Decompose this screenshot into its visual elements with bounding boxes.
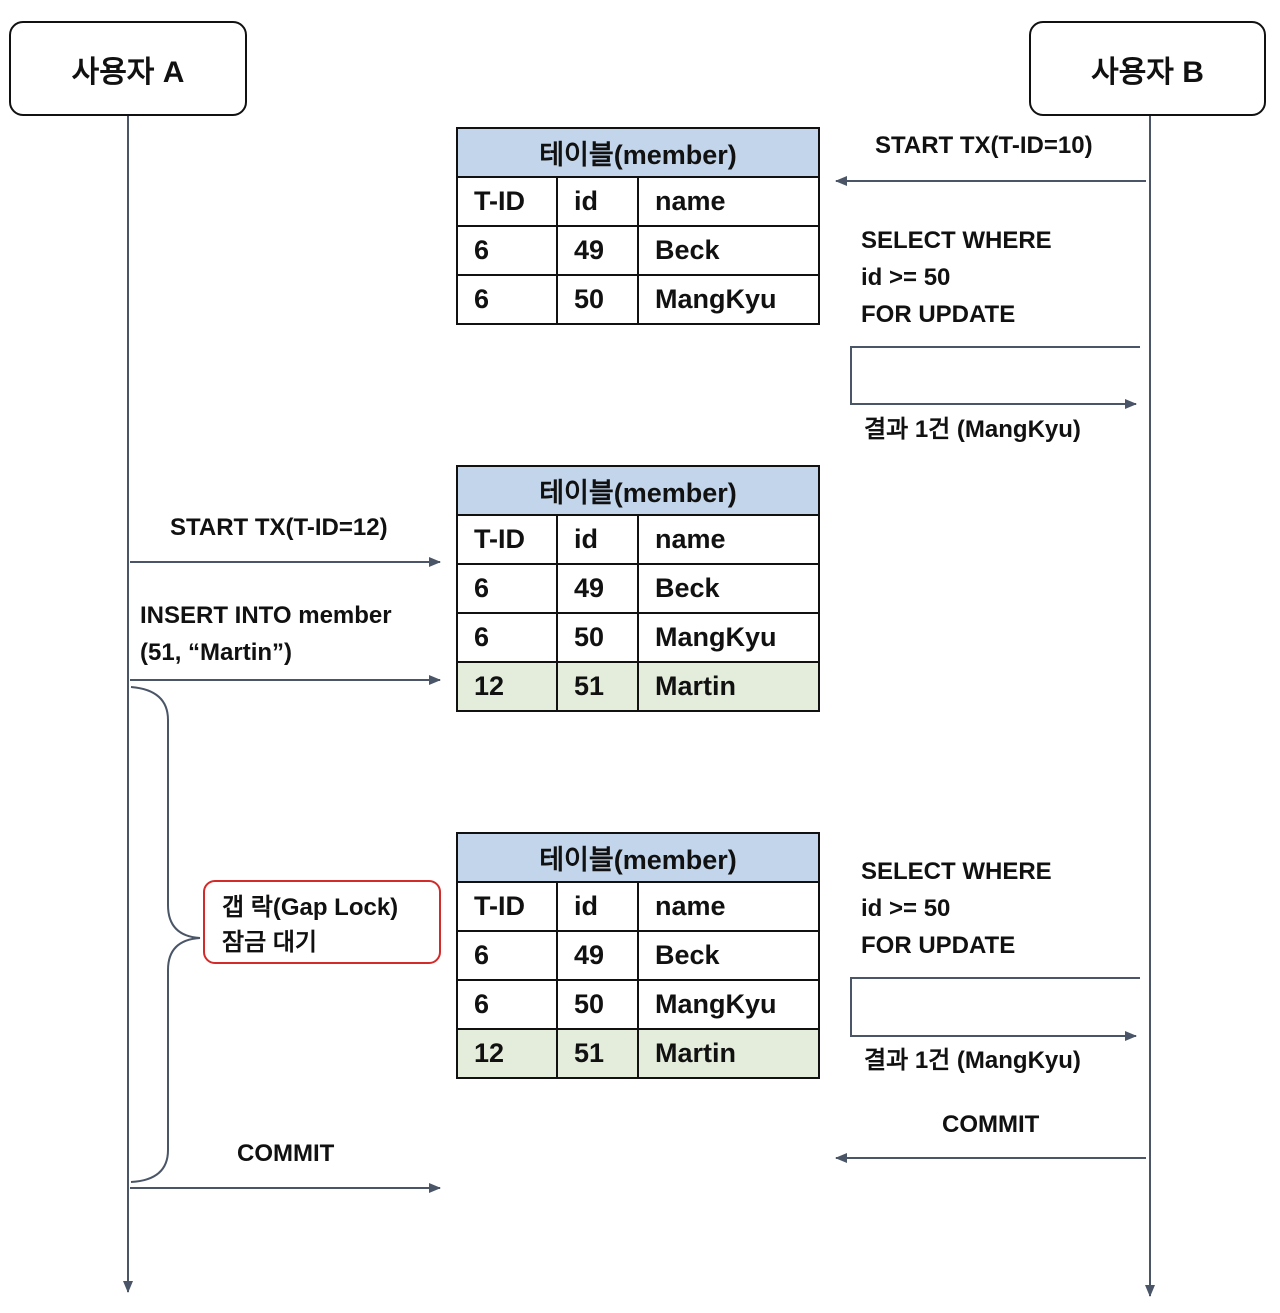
cell-tid: 12 <box>456 661 558 712</box>
table-title: 테이블(member) <box>455 127 821 178</box>
cell-name: Martin <box>636 661 821 712</box>
label-b-result1: 결과 1건 (MangKyu) <box>864 416 1081 443</box>
header-id: id <box>556 514 639 565</box>
label-b-select2: SELECT WHERE id >= 50 FOR UPDATE <box>861 853 1052 964</box>
gap-lock-note: 갭 락(Gap Lock) 잠금 대기 <box>203 880 441 964</box>
cell-tid: 6 <box>456 274 558 325</box>
table-row: 6 50 MangKyu <box>456 612 821 663</box>
note-line: 갭 락(Gap Lock) <box>222 894 399 921</box>
label-line: SELECT WHERE <box>861 227 1052 254</box>
label-line: id >= 50 <box>861 895 951 922</box>
table-row-highlighted: 12 51 Martin <box>456 661 821 712</box>
table-row: 6 49 Beck <box>456 930 821 981</box>
cell-name: Beck <box>636 225 821 276</box>
cell-id: 50 <box>556 612 639 663</box>
table-row: 6 49 Beck <box>456 563 821 614</box>
label-line: SELECT WHERE <box>861 858 1052 885</box>
header-tid: T-ID <box>456 176 558 227</box>
label-b-select1: SELECT WHERE id >= 50 FOR UPDATE <box>861 222 1052 333</box>
actor-user-a: 사용자 A <box>9 21 247 116</box>
label-a-start-tx: START TX(T-ID=12) <box>170 514 388 541</box>
member-table-3: 테이블(member) T-ID id name 6 49 Beck 6 50 … <box>455 832 821 1079</box>
cell-tid: 6 <box>456 930 558 981</box>
cell-tid: 6 <box>456 225 558 276</box>
arrow-b-select1 <box>850 346 1140 409</box>
cell-id: 50 <box>556 979 639 1030</box>
header-name: name <box>636 176 821 227</box>
label-line: INSERT INTO member <box>140 602 392 629</box>
cell-tid: 6 <box>456 563 558 614</box>
label-line: FOR UPDATE <box>861 301 1016 328</box>
cell-tid: 6 <box>456 612 558 663</box>
table-row: 6 49 Beck <box>456 225 821 276</box>
member-table-1: 테이블(member) T-ID id name 6 49 Beck 6 50 … <box>455 127 821 325</box>
table-row-highlighted: 12 51 Martin <box>456 1028 821 1079</box>
label-a-insert: INSERT INTO member (51, “Martin”) <box>140 597 392 671</box>
cell-name: MangKyu <box>636 274 821 325</box>
note-line: 잠금 대기 <box>222 929 317 956</box>
label-b-commit: COMMIT <box>942 1111 1040 1138</box>
cell-name: MangKyu <box>636 612 821 663</box>
cell-tid: 6 <box>456 979 558 1030</box>
actor-user-b: 사용자 B <box>1029 21 1266 116</box>
cell-name: Beck <box>636 563 821 614</box>
label-b-result2: 결과 1건 (MangKyu) <box>864 1047 1081 1074</box>
header-id: id <box>556 176 639 227</box>
cell-tid: 12 <box>456 1028 558 1079</box>
table-row: 6 50 MangKyu <box>456 274 821 325</box>
cell-name: MangKyu <box>636 979 821 1030</box>
label-a-commit: COMMIT <box>237 1140 335 1167</box>
cell-id: 49 <box>556 930 639 981</box>
table-title: 테이블(member) <box>455 465 821 516</box>
label-line: (51, “Martin”) <box>140 639 293 666</box>
header-tid: T-ID <box>456 514 558 565</box>
header-tid: T-ID <box>456 881 558 932</box>
cell-id: 51 <box>556 1028 639 1079</box>
cell-id: 49 <box>556 563 639 614</box>
arrow-b-select2 <box>850 977 1140 1041</box>
table-row: 6 50 MangKyu <box>456 979 821 1030</box>
wait-brace <box>130 686 201 1183</box>
label-line: id >= 50 <box>861 264 951 291</box>
cell-name: Beck <box>636 930 821 981</box>
header-name: name <box>636 514 821 565</box>
label-line: FOR UPDATE <box>861 932 1016 959</box>
label-b-start-tx: START TX(T-ID=10) <box>875 132 1093 159</box>
cell-name: Martin <box>636 1028 821 1079</box>
cell-id: 50 <box>556 274 639 325</box>
table-title: 테이블(member) <box>455 832 821 883</box>
cell-id: 51 <box>556 661 639 712</box>
member-table-2: 테이블(member) T-ID id name 6 49 Beck 6 50 … <box>455 465 821 712</box>
header-id: id <box>556 881 639 932</box>
cell-id: 49 <box>556 225 639 276</box>
header-name: name <box>636 881 821 932</box>
